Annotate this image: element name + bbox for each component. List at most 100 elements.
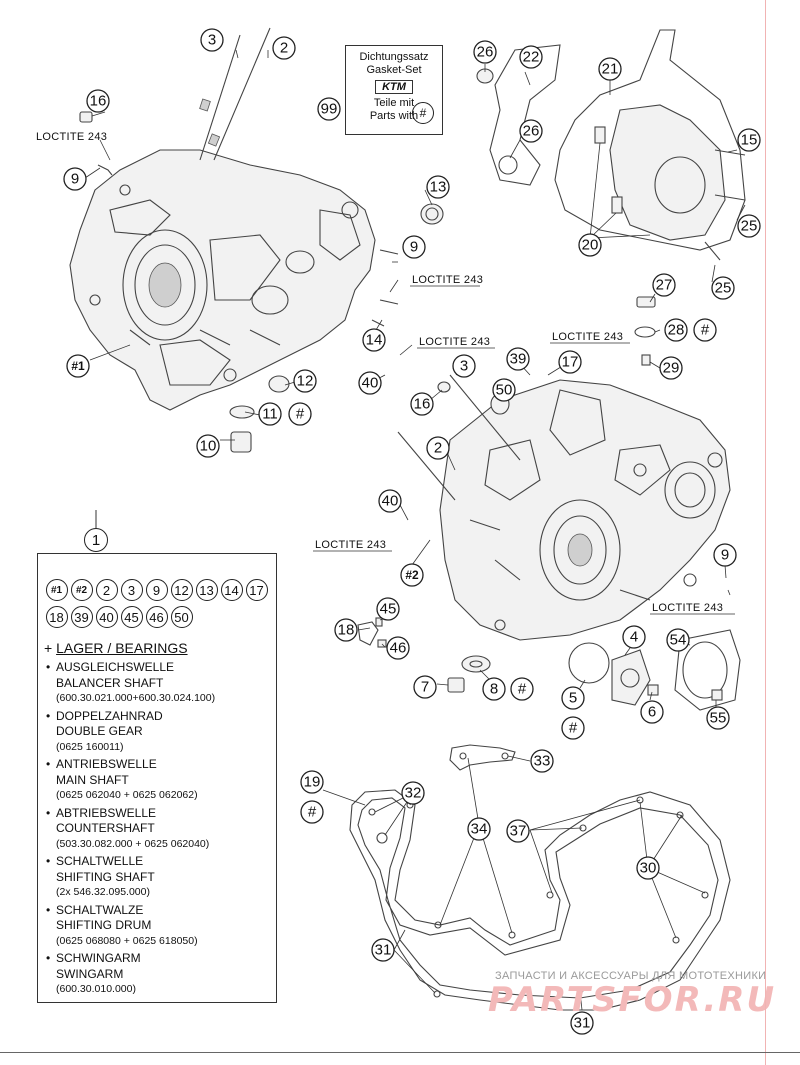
callout-40-mid: 40 [378, 489, 402, 513]
svg-text:#: # [569, 720, 578, 737]
callout-hash2: #2 [400, 563, 424, 587]
callout-21: 21 [598, 57, 622, 81]
callout-39: 39 [506, 347, 530, 371]
svg-text:10: 10 [200, 438, 217, 455]
callout-18: 18 [334, 618, 358, 642]
callout-25-bottom: 25 [711, 276, 735, 300]
svg-text:28: 28 [668, 322, 685, 339]
loctite-label-mid2: LOCTITE 243 [419, 336, 490, 348]
svg-text:39: 39 [510, 351, 527, 368]
svg-text:99: 99 [321, 101, 338, 118]
svg-text:29: 29 [663, 360, 680, 377]
svg-text:16: 16 [414, 396, 431, 413]
svg-text:19: 19 [304, 774, 321, 791]
svg-text:30: 30 [640, 860, 657, 877]
callout-55: 55 [706, 706, 730, 730]
callout-3-top: 3 [200, 28, 224, 52]
callout-16-mid: 16 [410, 392, 434, 416]
gasket-box-line4: Parts with [369, 110, 419, 122]
callout-22: 22 [519, 45, 543, 69]
watermark-caption: ЗАПЧАСТИ И АКСЕССУАРЫ ДЛЯ МОТОТЕХНИКИ [495, 970, 767, 982]
svg-text:21: 21 [602, 61, 619, 78]
svg-text:50: 50 [496, 382, 513, 399]
gasket-box-line1: Dichtungssatz [359, 51, 429, 63]
svg-text:7: 7 [421, 679, 429, 696]
callout-31-bottom: 31 [570, 1011, 594, 1035]
callout-30: 30 [636, 856, 660, 880]
svg-text:25: 25 [715, 280, 732, 297]
ktm-logo: KTM [375, 80, 413, 94]
legend-chip: 39 [70, 606, 93, 628]
callout-hash1: #1 [66, 354, 90, 378]
loctite-label-left: LOCTITE 243 [36, 131, 107, 143]
svg-text:#: # [701, 322, 710, 339]
svg-text:27: 27 [656, 277, 673, 294]
callout-14: 14 [362, 328, 386, 352]
callout-markers: 3 2 16 9 #1 10 11 # 12 13 9 14 40 99 26 … [63, 28, 761, 1035]
loctite-labels: LOCTITE 243 LOCTITE 243 LOCTITE 243 LOCT… [36, 131, 735, 615]
svg-text:5: 5 [569, 690, 577, 707]
svg-text:54: 54 [670, 632, 687, 649]
callout-9-left: 9 [63, 167, 87, 191]
legend-chip: 46 [145, 606, 168, 628]
svg-text:8: 8 [490, 681, 498, 698]
callout-8: 8 [482, 677, 506, 701]
svg-text:45: 45 [380, 601, 397, 618]
callout-7: 7 [413, 675, 437, 699]
callout-46: 46 [386, 636, 410, 660]
svg-text:11: 11 [262, 406, 278, 423]
callout-33: 33 [530, 749, 554, 773]
legend-chip: 45 [120, 606, 143, 628]
legend-chip: 3 [120, 579, 143, 601]
callout-13: 13 [426, 175, 450, 199]
svg-text:26: 26 [523, 123, 540, 140]
callout-17: 17 [558, 350, 582, 374]
left-crankcase-drawing [69, 149, 376, 411]
callout-27: 27 [652, 273, 676, 297]
svg-text:20: 20 [582, 237, 599, 254]
svg-text:34: 34 [471, 821, 488, 838]
legend-chip: 12 [170, 579, 193, 601]
svg-text:12: 12 [297, 373, 314, 390]
leader-lines [84, 49, 746, 1011]
callout-37: 37 [506, 819, 530, 843]
callout-15: 15 [737, 128, 761, 152]
callout-31-left: 31 [371, 938, 395, 962]
legend-chip: 18 [45, 606, 68, 628]
svg-text:#: # [308, 804, 317, 821]
lower-small-parts-drawing [357, 617, 741, 711]
svg-text:55: 55 [710, 710, 727, 727]
callout-10: 10 [196, 434, 220, 458]
svg-text:15: 15 [741, 132, 758, 149]
callout-9-right: 9 [713, 543, 737, 567]
legend-chip-row: #1 #2 2 3 9 12 13 14 17 18 39 40 45 46 5… [38, 554, 278, 636]
callout-34: 34 [467, 817, 491, 841]
svg-text:17: 17 [562, 354, 579, 371]
svg-text:#: # [518, 681, 527, 698]
legend-chip: 50 [170, 606, 193, 628]
loctite-label-mid1: LOCTITE 243 [412, 274, 483, 286]
svg-text:13: 13 [430, 179, 447, 196]
svg-text:3: 3 [208, 32, 216, 49]
loctite-label-lower-left: LOCTITE 243 [315, 539, 386, 551]
callout-2-top: 2 [272, 36, 296, 60]
callout-9-mid: 9 [402, 235, 426, 259]
callout-32: 32 [401, 781, 425, 805]
svg-text:14: 14 [366, 332, 383, 349]
gasket-box-marker: # [412, 102, 434, 124]
legend-chip: 2 [95, 579, 118, 601]
callout-5: 5 [561, 686, 585, 710]
legend-plus: + [44, 640, 53, 656]
callout-54: 54 [666, 628, 690, 652]
callout-11: 11 [258, 402, 282, 426]
legend-chip: #1 [45, 579, 68, 601]
svg-text:31: 31 [574, 1015, 591, 1032]
legend-chip: 40 [95, 606, 118, 628]
legend-chip: 9 [145, 579, 168, 601]
callout-4: 4 [622, 625, 646, 649]
